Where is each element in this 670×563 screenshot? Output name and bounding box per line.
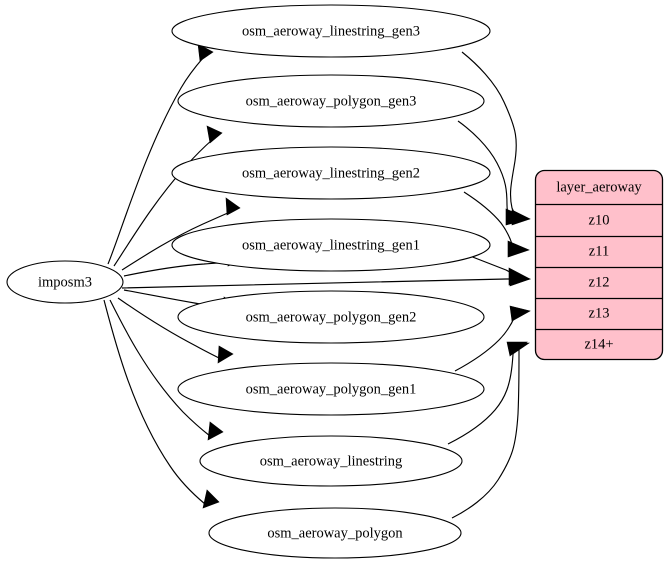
table-label: osm_aeroway_linestring: [260, 453, 403, 469]
table-label: osm_aeroway_linestring_gen3: [242, 23, 420, 39]
edge-group-tables-to-layer: [121, 51, 531, 519]
node-osm_aeroway_linestring_gen3[interactable]: osm_aeroway_linestring_gen3: [171, 4, 491, 58]
table-label: osm_aeroway_polygon_gen1: [246, 381, 417, 397]
table-ellipse[interactable]: [171, 218, 491, 272]
table-ellipse[interactable]: [208, 507, 462, 559]
table-label: osm_aeroway_polygon_gen2: [246, 309, 417, 325]
edge-linestring-gen3-to-z10: [461, 51, 531, 226]
edge-imposm3-to-linestring-gen3: [107, 43, 214, 265]
node-imposm3[interactable]: imposm3: [6, 260, 124, 304]
imposm3-label: imposm3: [38, 274, 92, 290]
edge-polygon-gen1-to-z13: [454, 305, 531, 372]
edge-polygon-to-z14: [451, 342, 530, 519]
layer-aeroway-row-z11[interactable]: z11: [589, 243, 609, 259]
edge-imposm3-to-linestring: [109, 299, 224, 441]
edge-linestring-gen2-to-z11: [463, 191, 530, 258]
table-label: osm_aeroway_polygon: [267, 525, 403, 541]
table-ellipse[interactable]: [177, 74, 485, 128]
table-ellipse[interactable]: [177, 290, 485, 344]
edge-imposm3-to-polygon: [103, 299, 220, 509]
table-ellipse[interactable]: [171, 146, 491, 200]
node-osm_aeroway_polygon[interactable]: osm_aeroway_polygon: [208, 507, 462, 559]
layer-aeroway-row-z12[interactable]: z12: [589, 274, 610, 290]
imposm3-ellipse[interactable]: [6, 260, 124, 304]
layer-aeroway-row-z14plus[interactable]: z14+: [584, 336, 613, 352]
layer-aeroway-row-z10[interactable]: z10: [589, 212, 610, 228]
layer-aeroway-header-label: layer_aeroway: [556, 179, 642, 195]
layer-aeroway-row-z13[interactable]: z13: [589, 305, 610, 321]
layer-aeroway-body[interactable]: [534, 169, 664, 361]
edge-polygon-gen2-to-z12: [121, 271, 531, 289]
node-layer_aeroway[interactable]: layer_aeroway z10 z11 z12 z13 z14+: [534, 169, 664, 361]
table-ellipse[interactable]: [171, 4, 491, 58]
table-label: osm_aeroway_polygon_gen3: [246, 93, 417, 109]
node-osm_aeroway_linestring_gen2[interactable]: osm_aeroway_linestring_gen2: [171, 146, 491, 200]
node-osm_aeroway_polygon_gen1[interactable]: osm_aeroway_polygon_gen1: [177, 362, 485, 416]
node-osm_aeroway_polygon_gen3[interactable]: osm_aeroway_polygon_gen3: [177, 74, 485, 128]
node-osm_aeroway_linestring[interactable]: osm_aeroway_linestring: [199, 435, 463, 487]
edge-polygon-gen3-to-z10: [457, 120, 530, 226]
table-label: osm_aeroway_linestring_gen2: [242, 165, 420, 181]
edge-imposm3-to-linestring-gen2: [121, 197, 241, 271]
table-ellipse[interactable]: [199, 435, 463, 487]
node-osm_aeroway_polygon_gen2[interactable]: osm_aeroway_polygon_gen2: [177, 290, 485, 344]
table-label: osm_aeroway_linestring_gen1: [242, 237, 420, 253]
table-ellipse[interactable]: [177, 362, 485, 416]
edge-imposm3-to-polygon-gen1: [117, 297, 234, 364]
node-osm_aeroway_linestring_gen1[interactable]: osm_aeroway_linestring_gen1: [171, 218, 491, 272]
